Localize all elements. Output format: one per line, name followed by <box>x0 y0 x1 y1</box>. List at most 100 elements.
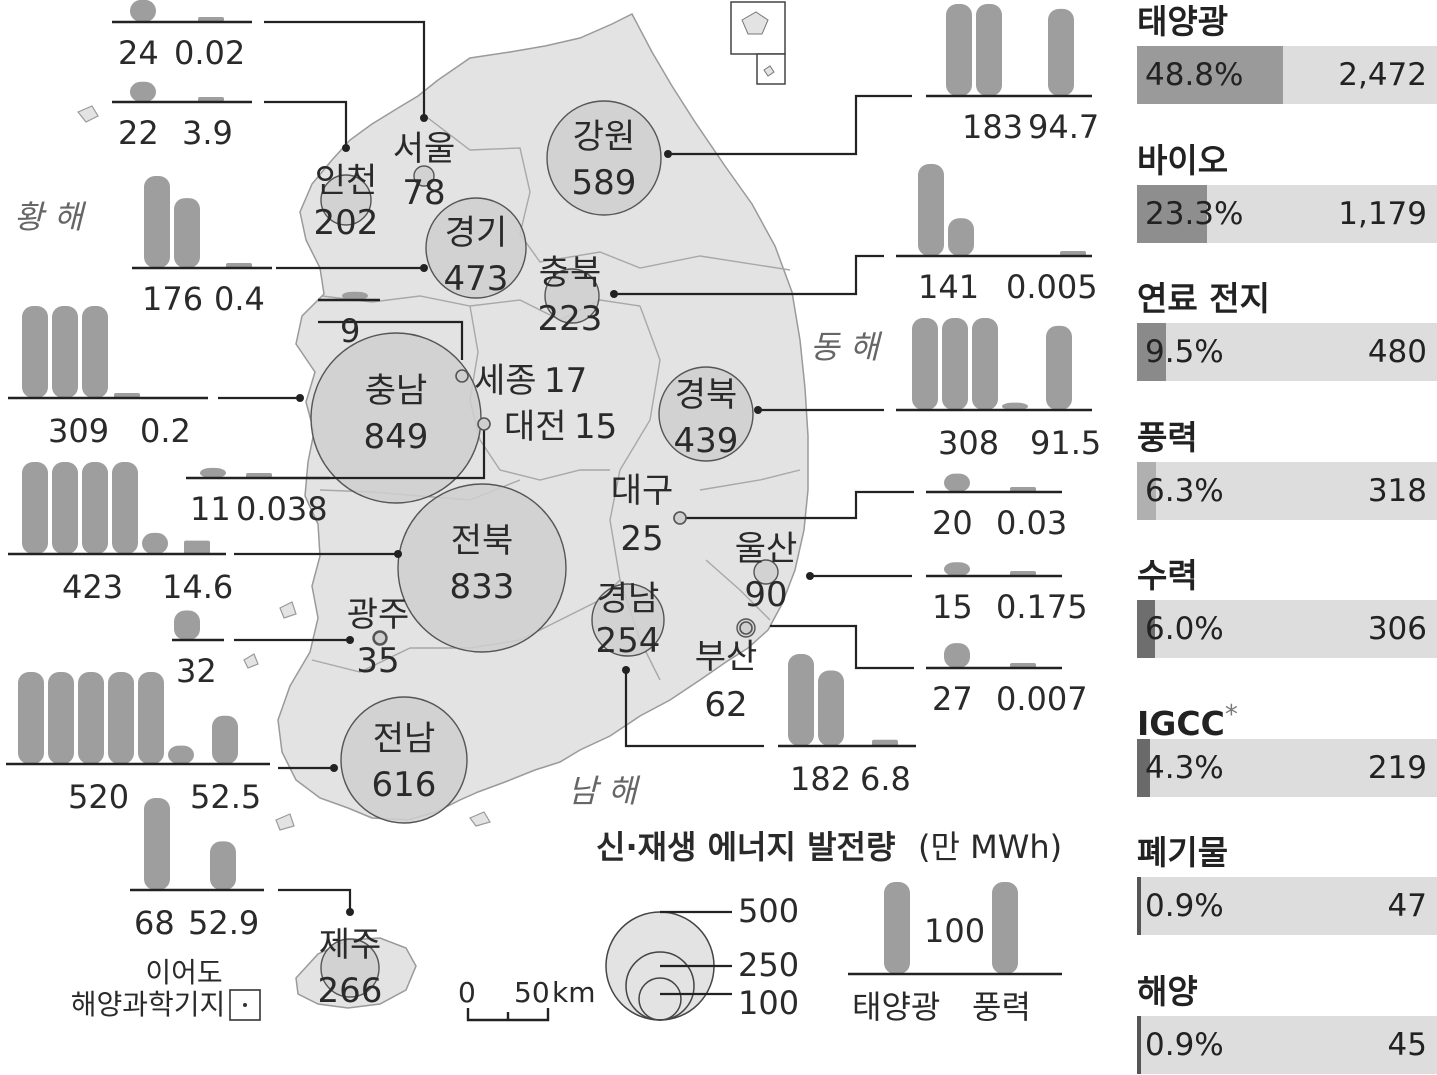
chungbuk-wind-bar <box>1060 251 1086 256</box>
chungbuk-bar-a-label: 141 <box>918 268 979 306</box>
gyeongnam-bar-b-label: 6.8 <box>860 760 911 798</box>
chungnam-solar-bar <box>22 306 48 398</box>
daegu-bar-b-label: 0.03 <box>996 504 1067 542</box>
daegu-value: 25 <box>620 519 663 559</box>
seoul-bar-a-label: 24 <box>118 34 159 72</box>
ulsan-name: 울산 <box>735 529 798 569</box>
sejong-solar-bar <box>342 291 368 300</box>
generation-amount: 480 <box>1367 334 1427 370</box>
jeju-value: 266 <box>318 971 383 1011</box>
jeonbuk-bar-a-label: 423 <box>62 568 123 606</box>
share-bar-fill <box>1137 461 1156 520</box>
category-name-text: IGCC <box>1137 703 1225 743</box>
bubble-jeju <box>320 938 380 998</box>
share-bar-fill <box>1137 1015 1141 1074</box>
category-name-text: 바이오 <box>1137 140 1229 180</box>
leader-dots <box>296 114 814 916</box>
jeju-name: 제주 <box>319 925 382 965</box>
jeonnam-value: 616 <box>372 765 437 805</box>
incheon-bar-b-label: 3.9 <box>182 114 233 152</box>
category-footnote-mark: * <box>1224 699 1238 730</box>
seoul-bar-b-label: 0.02 <box>174 34 245 72</box>
south-sea-label: 남 해 <box>568 772 641 810</box>
share-percent: 6.0% <box>1145 611 1224 647</box>
chungbuk-bar-b-label: 0.005 <box>1006 268 1098 306</box>
gangwon-value: 589 <box>572 163 637 203</box>
chungnam-solar-bar <box>82 306 108 398</box>
jeonbuk-solar-bar <box>82 462 108 554</box>
legend-solar-label: 태양광 <box>852 988 940 1026</box>
bubble-jeonbuk <box>397 483 567 653</box>
leader-lines <box>218 20 914 912</box>
jeonbuk-value: 833 <box>450 567 515 607</box>
gyeongnam-bar-chart <box>778 654 916 748</box>
chungnam-bar-a-label: 309 <box>48 412 109 450</box>
jeonbuk-bar-chart <box>8 462 226 556</box>
sejong-name: 세종 <box>474 361 537 401</box>
chungnam-name: 충남 <box>365 371 428 411</box>
gyeongbuk-value: 439 <box>674 421 739 461</box>
category-name: 수력 <box>1137 556 1437 596</box>
generation-amount: 2,472 <box>1338 57 1427 93</box>
jeonbuk-solar-bar <box>112 462 138 554</box>
daegu-wind-bar <box>1010 487 1036 492</box>
gyeongbuk-bar-chart <box>896 318 1092 412</box>
gyeongnam-name: 경남 <box>597 579 660 619</box>
busan-solar-bar <box>944 643 970 668</box>
busan-wind-bar <box>1010 663 1036 668</box>
share-bar-fill <box>1137 184 1207 243</box>
legend-wind-bar <box>992 882 1018 974</box>
gyeongnam-wind-bar <box>872 739 898 746</box>
ulsan-bar-a-label: 15 <box>932 588 973 626</box>
gyeongbuk-solar-bar <box>972 318 998 410</box>
bubble-gyeongbuk <box>658 366 754 462</box>
yellow-sea-label: 황 해 <box>14 198 87 236</box>
share-bar-fill <box>1137 46 1284 104</box>
seoul-wind-bar <box>198 17 224 22</box>
category-name: 태양광 <box>1137 2 1437 42</box>
small-city-labels: 세종 17 대전 15 <box>474 361 617 447</box>
generation-amount: 47 <box>1387 888 1427 924</box>
ulsan-solar-bar <box>944 562 970 576</box>
busan-bar-chart <box>926 643 1062 670</box>
gangwon-wind-bar <box>1048 8 1074 96</box>
bubble-incheon <box>320 174 372 226</box>
jeonnam-name: 전남 <box>373 719 436 759</box>
gyeongbuk-name: 경북 <box>675 375 738 415</box>
share-bar-fill <box>1137 738 1150 797</box>
gyeongbuk-solar-bar <box>942 318 968 410</box>
gangwon-solar-bar <box>976 4 1002 96</box>
legend-unit: (만 MWh) <box>918 828 1062 866</box>
gyeongnam-value: 254 <box>596 621 661 661</box>
share-percent: 4.3% <box>1145 749 1224 786</box>
bubble-chungbuk <box>544 268 600 324</box>
share-bar-track: 0.9%45 <box>1137 1015 1437 1074</box>
legend-circle-100: 100 <box>738 984 799 1022</box>
chungbuk-name: 충북 <box>539 253 602 293</box>
jeonnam-bar-chart <box>6 672 270 766</box>
generation-amount: 219 <box>1367 749 1427 786</box>
daejeon-bar-b-label: 0.038 <box>236 490 328 528</box>
gyeonggi-bar-a-label: 176 <box>142 280 203 318</box>
incheon-bar-a-label: 22 <box>118 114 159 152</box>
share-bar-track: 23.3%1,179 <box>1137 184 1437 243</box>
gyeonggi-solar-bar <box>144 176 170 268</box>
gyeonggi-name: 경기 <box>445 213 508 253</box>
jeonbuk-wind-bar <box>184 540 210 554</box>
ulsan-value: 90 <box>744 575 787 615</box>
gwangju-bar-chart <box>172 610 224 642</box>
share-percent: 9.5% <box>1145 334 1224 370</box>
gangwon-solar-bar <box>946 4 972 96</box>
share-percent: 23.3% <box>1145 195 1244 232</box>
jeju-bar-chart <box>130 798 264 892</box>
jeonbuk-bar-b-label: 14.6 <box>162 568 233 606</box>
category-name-text: 태양광 <box>1137 2 1229 41</box>
busan-bar-b-label: 0.007 <box>996 680 1088 718</box>
bubble-gyeonggi <box>425 197 527 299</box>
chungbuk-value: 223 <box>538 299 603 339</box>
